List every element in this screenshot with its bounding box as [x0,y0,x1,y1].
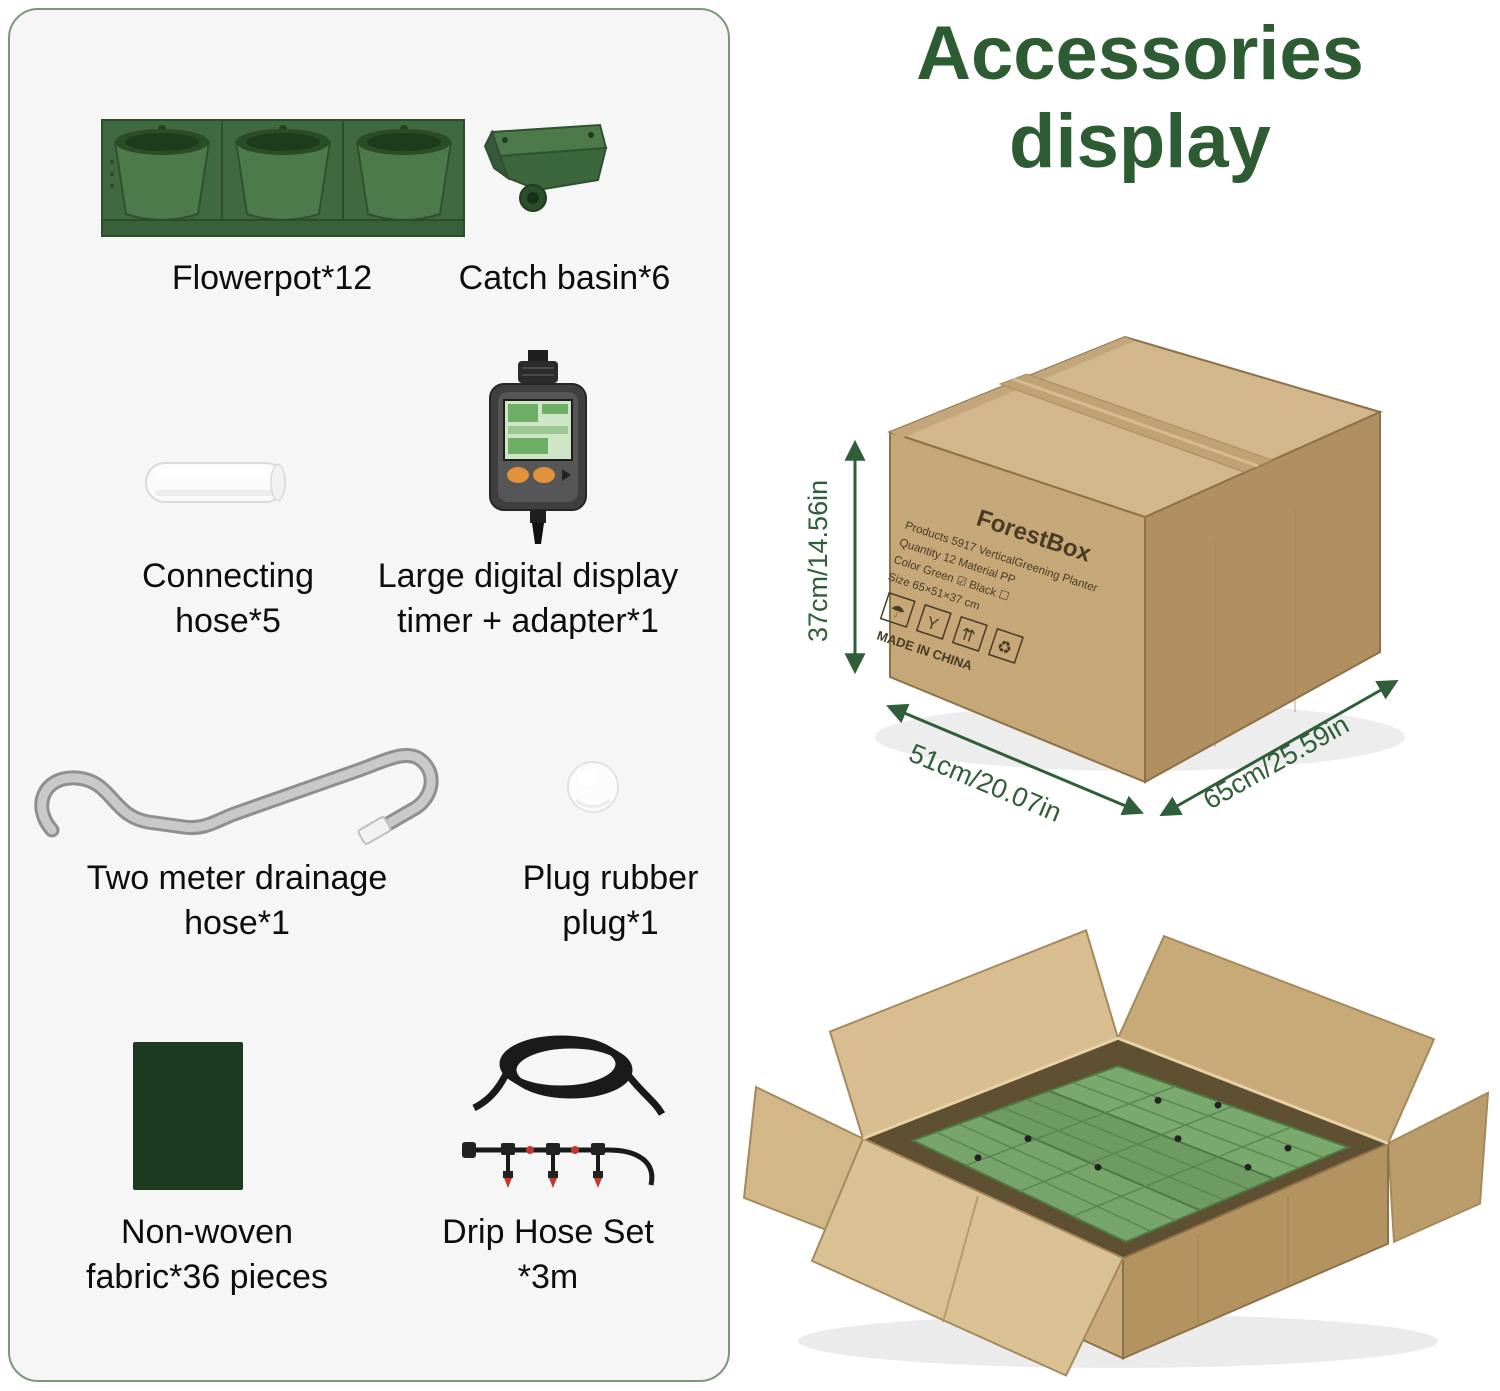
fabric-swatch [133,1042,243,1190]
flowerpot-icon [101,119,465,237]
open-cardboard-box [742,929,1490,1377]
open-box-illustration [742,929,1490,1377]
connecting-hose-icon [145,462,286,503]
fabric-label: Non-woven fabric*36 pieces [86,1213,328,1296]
page-title: Accessories display [840,10,1440,186]
catch-basin-icon [483,123,608,212]
flowerpot-label: Flowerpot*12 [171,259,373,297]
green-planter-panels [910,1064,1351,1243]
accessories-panel: Flowerpot*12 Catch basin*6 [8,8,730,1382]
connecting-hose-image [143,455,288,510]
drip-hose-icon [462,1035,666,1188]
drip-hose-image [458,1022,673,1202]
plug-icon [567,761,619,813]
open-box-figure [728,852,1498,1387]
drainage-hose-icon [34,748,439,845]
title-line-1: Accessories [916,11,1364,96]
connecting-hose-label: Connecting hose*5 [141,557,314,640]
keep-dry-icon: ☂ [887,600,907,623]
this-way-up-icon: ⇈ [958,624,978,647]
timer-image [478,348,598,548]
catch-basin-image [478,118,613,228]
recycle-icon: ♻ [994,636,1014,659]
closed-box-illustration: ForestBox Products 5917 VerticalGreening… [803,335,1405,822]
timer-label: Large digital display timer + adapter*1 [377,557,679,640]
drainage-hose-image [32,722,467,857]
title-line-2: display [1009,99,1271,185]
catch-basin-label: Catch basin*6 [458,259,671,297]
plug-image [566,760,621,815]
closed-box-figure: ForestBox Products 5917 VerticalGreening… [795,262,1475,822]
dimension-height-label: 37cm/14.56in [803,480,833,642]
flowerpot-image [98,102,468,252]
timer-icon [489,350,587,544]
plug-label: Plug rubber plug*1 [522,859,699,942]
drip-hose-label: Drip Hose Set *3m [442,1213,654,1296]
drainage-hose-label: Two meter drainage hose*1 [86,859,388,942]
